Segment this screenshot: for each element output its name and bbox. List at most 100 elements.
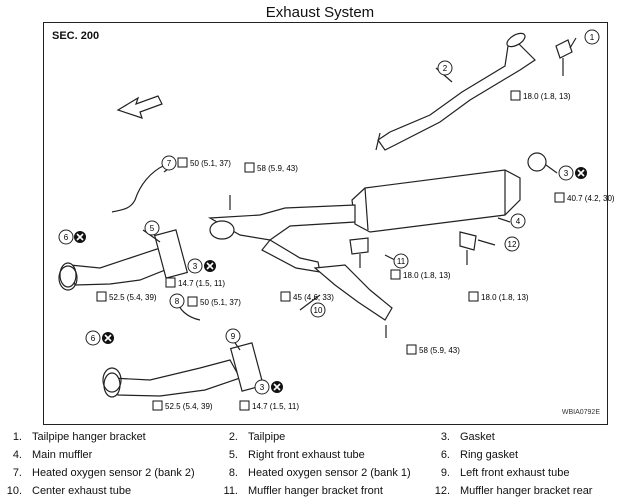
torque-value: 45 (4.6, 33) (293, 293, 334, 302)
torque-value: 14.7 (1.5, 11) (252, 402, 299, 411)
callout-label: 1 (590, 33, 595, 42)
muffler-hanger-front (349, 237, 369, 255)
torque-t9: 18.0 (1.8, 13) (390, 269, 451, 280)
callout-8: 8 (169, 293, 185, 309)
torque-value: 50 (5.1, 37) (190, 159, 231, 168)
callout-label: 4 (516, 217, 521, 226)
figure-reference: WBIA0792E (561, 409, 600, 416)
legend-item: 12.Muffler hanger bracket rear (434, 485, 593, 497)
torque-value: 18.0 (1.8, 13) (481, 293, 529, 302)
tailpipe-hanger-bracket (555, 39, 573, 59)
legend-item: 4.Main muffler (12, 449, 93, 461)
legend-item: 11.Muffler hanger bracket front (223, 485, 383, 497)
torque-value: 14.7 (1.5, 11) (178, 279, 225, 288)
torque-t13: 14.7 (1.5, 11) (239, 400, 299, 411)
callout-label: 10 (314, 306, 323, 315)
torque-t4: 40.7 (4.2, 30) (554, 192, 615, 203)
legend-item: 1.Tailpipe hanger bracket (12, 431, 146, 443)
torque-value: 18.0 (1.8, 13) (403, 271, 451, 280)
callout-label: 3 (564, 169, 569, 178)
legend-item: 6.Ring gasket (440, 449, 519, 461)
no-reuse-marks (74, 167, 587, 393)
main-muffler (351, 169, 521, 233)
no-reuse-icon (271, 381, 283, 393)
torque-t3: 58 (5.9, 43) (244, 162, 298, 173)
callout-label: 2 (443, 64, 448, 73)
torque-t7: 50 (5.1, 37) (187, 296, 241, 307)
ring-gasket-right (58, 265, 78, 291)
tailpipe (377, 39, 536, 151)
callout-7: 7 (161, 155, 177, 171)
callout-4: 4 (510, 213, 526, 229)
torque-wrench-icon (165, 277, 176, 288)
torque-t2: 50 (5.1, 37) (177, 157, 231, 168)
diagram-title: Exhaust System (265, 4, 375, 21)
torque-wrench-icon (239, 400, 250, 411)
callout-9: 9 (225, 328, 241, 344)
torque-t1: 18.0 (1.8, 13) (510, 90, 571, 101)
no-reuse-icon (74, 231, 86, 243)
callout-label: 8 (175, 297, 180, 306)
callout-label: 9 (231, 332, 236, 341)
torque-t5: 14.7 (1.5, 11) (165, 277, 225, 288)
callout-label: 5 (150, 224, 155, 233)
torque-wrench-icon (187, 296, 198, 307)
legend-item: 9.Left front exhaust tube (440, 467, 570, 479)
torque-value: 50 (5.1, 37) (200, 298, 241, 307)
callout-label: 3 (193, 262, 198, 271)
torque-wrench-icon (390, 269, 401, 280)
torque-t12: 52.5 (5.4, 39) (152, 400, 213, 411)
right-front-exhaust-tube (69, 247, 171, 286)
callout-3: 3 (558, 165, 574, 181)
section-label: SEC. 200 (52, 30, 100, 42)
legend-item: 3.Gasket (440, 431, 495, 443)
callout-12: 12 (504, 236, 520, 252)
torque-wrench-icon (96, 291, 107, 302)
callout-label: 11 (397, 257, 406, 266)
callout-3-c: 3 (254, 379, 270, 395)
callout-label: 7 (167, 159, 172, 168)
torque-wrench-icon (244, 162, 255, 173)
torque-t6: 52.5 (5.4, 39) (96, 291, 157, 302)
callout-6: 6 (58, 229, 74, 245)
gasket-rear (527, 152, 547, 172)
ring-gasket-left (102, 367, 122, 393)
legend-item: 8.Heated oxygen sensor 2 (bank 1) (228, 467, 411, 479)
callout-10: 10 (310, 302, 326, 318)
callout-3-b: 3 (187, 258, 203, 274)
callout-1: 1 (584, 29, 600, 45)
torque-wrench-icon (177, 157, 188, 168)
callout-group: 1 2 3 4 5 6 7 8 9 10 11 12 3 6 3 6 (58, 29, 600, 395)
torque-value: 40.7 (4.2, 30) (567, 194, 615, 203)
torque-wrench-icon (468, 291, 479, 302)
torque-value: 18.0 (1.8, 13) (523, 92, 571, 101)
torque-wrench-icon (280, 291, 291, 302)
torque-wrench-icon (406, 344, 417, 355)
no-reuse-icon (204, 260, 216, 272)
torque-value: 58 (5.9, 43) (257, 164, 298, 173)
callout-label: 3 (260, 383, 265, 392)
callout-2: 2 (437, 60, 453, 76)
callout-label: 6 (91, 334, 96, 343)
left-front-exhaust-tube (111, 359, 241, 397)
torque-t11: 58 (5.9, 43) (406, 344, 460, 355)
torque-wrench-icon (554, 192, 565, 203)
center-tube (207, 204, 356, 241)
callout-11: 11 (393, 253, 409, 269)
no-reuse-icon (102, 332, 114, 344)
callout-label: 6 (64, 233, 69, 242)
callout-label: 12 (508, 240, 517, 249)
torque-t8: 45 (4.6, 33) (280, 291, 334, 302)
torque-wrench-icon (510, 90, 521, 101)
muffler-hanger-rear (459, 231, 477, 251)
oxygen-sensor-bank2 (111, 164, 166, 213)
legend-item: 10.Center exhaust tube (6, 485, 132, 497)
diagram-frame (43, 22, 608, 425)
torque-labels: 18.0 (1.8, 13) 50 (5.1, 37) 58 (5.9, 43)… (96, 90, 615, 411)
no-reuse-icon (575, 167, 587, 179)
callout-5: 5 (144, 220, 160, 236)
legend-item: 7.Heated oxygen sensor 2 (bank 2) (12, 467, 195, 479)
front-arrow-icon (116, 95, 163, 119)
torque-value: 52.5 (5.4, 39) (165, 402, 213, 411)
